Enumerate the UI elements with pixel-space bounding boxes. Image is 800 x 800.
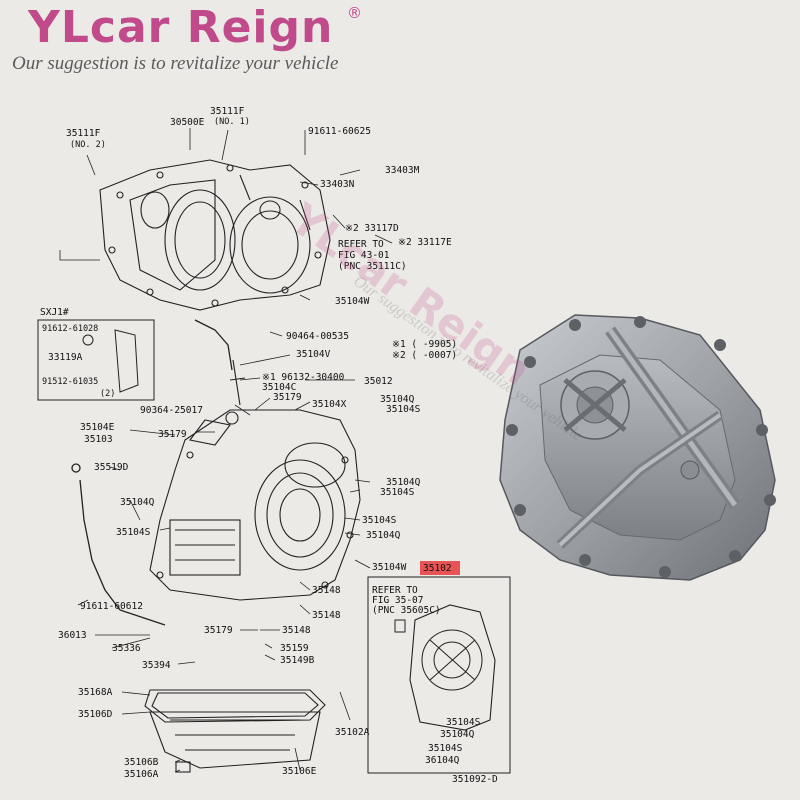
dipstick-tube-drawing xyxy=(71,319,233,626)
label-35179-a: 35179 xyxy=(273,392,302,403)
label-91612-61028: 91612-61028 xyxy=(42,324,98,334)
label-refer-to-1: REFER TO xyxy=(338,239,384,250)
label-35148-a: 35148 xyxy=(312,585,341,596)
label-35104S-f: 35104S xyxy=(428,743,463,754)
label-refer-to-2: REFER TO xyxy=(372,585,418,596)
label-35104S-e: 35104S xyxy=(446,717,481,728)
label-35104Q-d: 35104Q xyxy=(366,530,401,541)
transaxle-housing-drawing xyxy=(99,159,331,311)
part-labels: 35111F (NO. 2) 30500E 35111F (NO. 1) 916… xyxy=(40,106,498,785)
label-33117D: ※2 33117D xyxy=(345,223,399,234)
label-35104S-c: 35104S xyxy=(380,487,415,498)
label-35104S-a: 35104S xyxy=(386,404,421,415)
label-33403M: 33403M xyxy=(385,165,420,176)
label-33119A: 33119A xyxy=(48,352,83,363)
highlight-35102 xyxy=(420,561,460,575)
label-35336: 35336 xyxy=(112,643,141,654)
label-35394: 35394 xyxy=(142,660,171,671)
label-36104Q: 36104Q xyxy=(425,755,460,766)
label-35111F-no1: 35111F xyxy=(210,106,245,117)
label-91512-61035: 91512-61035 xyxy=(42,377,98,387)
label-35104Q-b: 35104Q xyxy=(120,497,155,508)
label-35104C: 35104C xyxy=(262,382,296,393)
label-35519D: 35519D xyxy=(94,462,129,473)
label-35104Q-c: 35104Q xyxy=(386,477,421,488)
label-35179-c: 35179 xyxy=(204,625,233,636)
label-35104S-b: 35104S xyxy=(116,527,151,538)
label-no1: (NO. 1) xyxy=(214,117,250,127)
sxj-inset xyxy=(37,319,155,401)
label-35148-b: 35148 xyxy=(312,610,341,621)
label-91611-60625: 91611-60625 xyxy=(308,126,371,137)
label-30500E: 30500E xyxy=(170,117,205,128)
label-33117E: ※2 33117E xyxy=(398,237,452,248)
label-35168A: 35168A xyxy=(78,687,113,698)
label-35104S-d: 35104S xyxy=(362,515,397,526)
label-fig-43-01: FIG 43-01 xyxy=(338,250,390,261)
label-35106D: 35106D xyxy=(78,709,113,720)
registered-mark: ® xyxy=(347,4,362,22)
label-35104Q-e: 35104Q xyxy=(440,729,475,740)
brand-tagline: Our suggestion is to revitalize your veh… xyxy=(12,53,339,74)
extension-housing-inset xyxy=(367,576,511,774)
label-35106B: 35106B xyxy=(124,757,159,768)
label-96132-30400: ※1 96132-30400 xyxy=(262,372,345,383)
label-33403N: 33403N xyxy=(320,179,355,190)
transaxle-case-drawing xyxy=(149,359,361,601)
label-35148-c: 35148 xyxy=(282,625,311,636)
label-35102A: 35102A xyxy=(335,727,370,738)
label-35104E: 35104E xyxy=(80,422,115,433)
label-pnc-35111c: (PNC 35111C) xyxy=(338,261,407,272)
leader-lines xyxy=(59,128,393,773)
brand-name: YLcar Reign xyxy=(28,2,334,53)
label-fig-35-07: FIG 35-07 xyxy=(372,595,423,606)
label-90464-00535: 90464-00535 xyxy=(286,331,349,342)
oil-pan-drawing xyxy=(144,689,326,773)
label-90364-25017: 90364-25017 xyxy=(140,405,203,416)
label-35149B: 35149B xyxy=(280,655,315,666)
label-35106E: 35106E xyxy=(282,766,317,777)
brand-header: YLcar Reign ® Our suggestion is to revit… xyxy=(0,0,800,80)
label-36013: 36013 xyxy=(58,630,87,641)
label-35104X: 35104X xyxy=(312,399,347,410)
label-35104V: 35104V xyxy=(296,349,331,360)
label-figure-number: 351092-D xyxy=(452,774,498,785)
label-sxj1: SXJ1# xyxy=(40,307,69,318)
label-35103: 35103 xyxy=(84,434,113,445)
label-no2: (NO. 2) xyxy=(70,140,106,150)
label-note-2: ※2 ( -0007) xyxy=(392,350,457,361)
label-91611-60612: 91611-60612 xyxy=(80,601,143,612)
label-qty-2: (2) xyxy=(100,389,115,399)
label-35102: 35102 xyxy=(423,563,452,574)
label-pnc-35605c: (PNC 35605C) xyxy=(372,605,441,616)
label-35159: 35159 xyxy=(280,643,309,654)
label-35104Q-a: 35104Q xyxy=(380,394,415,405)
label-note-1: ※1 ( -9905) xyxy=(392,339,457,350)
label-35179-b: 35179 xyxy=(158,429,187,440)
label-35111F-no2: 35111F xyxy=(66,128,101,139)
part-photo xyxy=(499,314,776,581)
label-35012: 35012 xyxy=(364,376,393,387)
label-35104W-top: 35104W xyxy=(335,296,370,307)
label-35106A: 35106A xyxy=(124,769,159,780)
label-35104W-mid: 35104W xyxy=(372,562,407,573)
